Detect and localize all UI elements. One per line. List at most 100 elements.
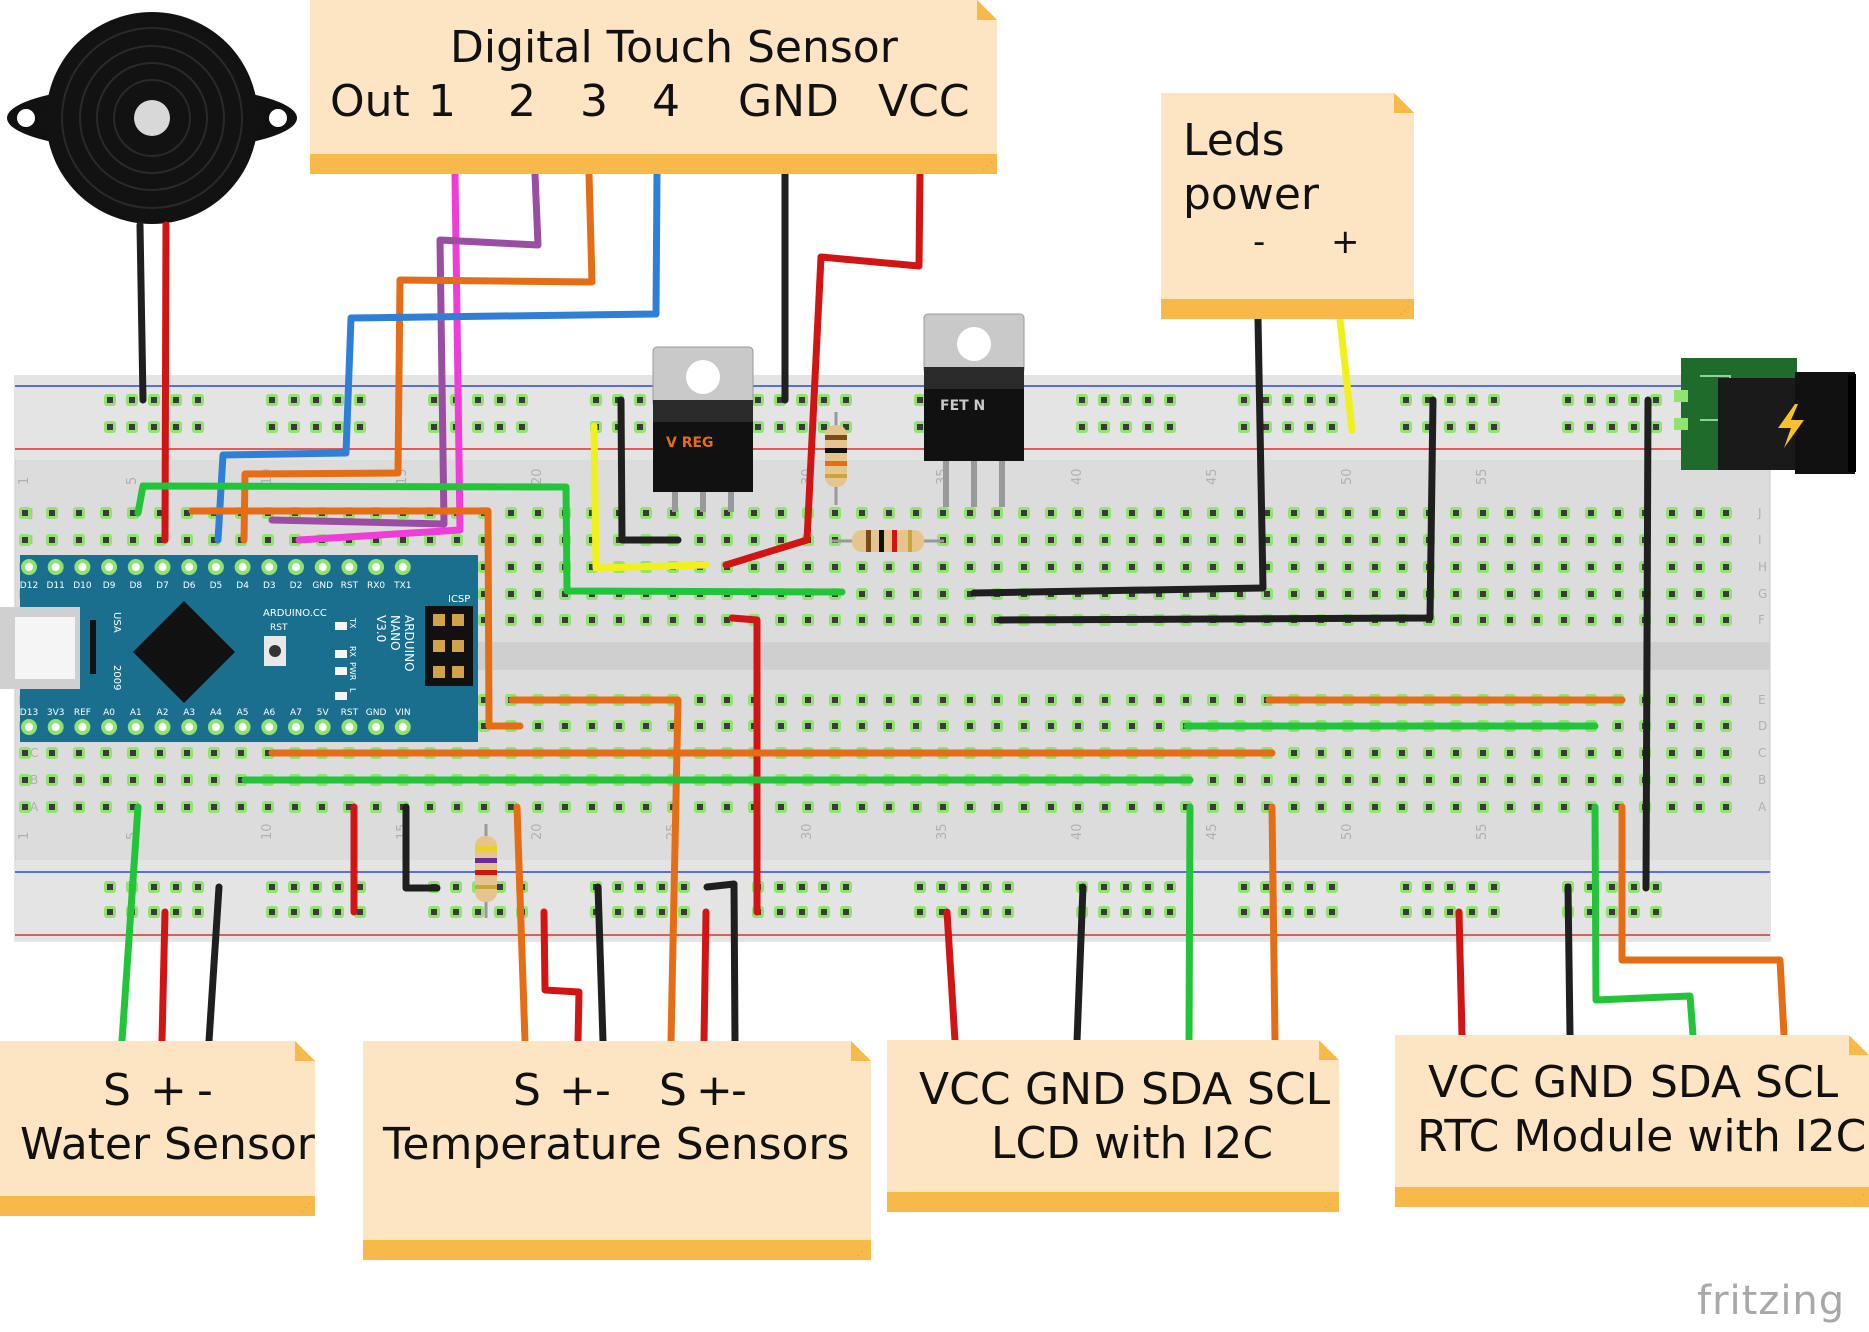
- orange-wire: [1268, 803, 1279, 1045]
- arduino-pin-labels: D12D13D113V3D10REFD9A0D8A1D7A2D6A3D5A4D4…: [20, 581, 412, 718]
- arduino-pin-label: RST: [341, 708, 359, 718]
- row-letter: I: [1758, 533, 1762, 547]
- black-wire: [1073, 883, 1087, 1045]
- black-wire: [970, 315, 1267, 597]
- temp-a-pin-s: S: [513, 1065, 541, 1116]
- row-letter: B: [1758, 773, 1766, 787]
- column-number: 40: [1070, 823, 1085, 840]
- column-number: 1: [17, 477, 32, 485]
- rtc-pin-gnd: GND: [1533, 1057, 1634, 1108]
- led-l-label: L: [348, 688, 357, 693]
- arduino-pin-label: A3: [183, 708, 195, 718]
- yellow-wire: [590, 422, 710, 572]
- green-wire: [118, 803, 142, 1045]
- black-wire: [617, 396, 682, 544]
- column-number: 50: [1340, 468, 1355, 485]
- row-letter: G: [1758, 587, 1767, 601]
- temp-sensors-title: Temperature Sensors: [383, 1119, 850, 1170]
- note-water-sensor: ⋰ S + - Water Sensor: [0, 1041, 315, 1216]
- column-number: 45: [1205, 823, 1220, 840]
- arduino-pin-label: 3V3: [47, 708, 65, 718]
- arduino-pin-label: A7: [290, 708, 302, 718]
- fet-transistor: [923, 313, 1025, 507]
- lcd-pin-sda: SDA: [1141, 1064, 1233, 1115]
- black-wire: [402, 803, 441, 892]
- orange-wire: [188, 507, 524, 730]
- arduino-pin-label: A6: [263, 708, 275, 718]
- arduino-pin-label: 5V: [317, 708, 330, 718]
- row-letter: C: [1758, 746, 1766, 760]
- water-pin-plus: +: [150, 1065, 187, 1116]
- black-wire: [594, 883, 607, 1045]
- led-tx-label: TX: [348, 617, 357, 629]
- touch-pin-2: 2: [508, 76, 536, 127]
- arduino-pin-label: REF: [74, 708, 91, 718]
- row-letter: A: [30, 800, 39, 814]
- green-wire: [1591, 803, 1697, 1039]
- leds-line2: power: [1183, 169, 1319, 220]
- resistor-bottom: [475, 824, 497, 918]
- touch-pin-3: 3: [580, 76, 608, 127]
- pink-wire: [295, 170, 464, 544]
- temp-b-pin-plus: +: [696, 1065, 733, 1116]
- wires: [118, 170, 1788, 1045]
- arduino-pin-label: A2: [157, 708, 169, 718]
- arduino-pin-label: GND: [312, 581, 333, 591]
- orange-wire: [1618, 803, 1788, 1039]
- column-number: 30: [800, 823, 815, 840]
- row-letter: J: [29, 506, 34, 520]
- red-wire: [700, 908, 710, 1045]
- column-number: 35: [935, 823, 950, 840]
- red-wire: [1455, 908, 1466, 1039]
- arduino-pin-label: D13: [20, 708, 38, 718]
- nano-name: NANO: [388, 615, 402, 651]
- column-number: 55: [1475, 823, 1490, 840]
- arduino-name: ARDUINO: [402, 615, 416, 672]
- column-number: 40: [1070, 468, 1085, 485]
- voltage-regulator: [652, 346, 754, 512]
- fet-label: FET N: [940, 398, 985, 414]
- water-pin-s: S: [103, 1065, 131, 1116]
- arduino-pin-label: D12: [20, 581, 38, 591]
- note-rtc-i2c: ⋰ VCC GND SDA SCL RTC Module with I2C: [1395, 1035, 1869, 1207]
- fritzing-watermark: fritzing: [1697, 1278, 1846, 1324]
- yellow-wire: [1336, 315, 1356, 434]
- vreg-label: V REG: [666, 435, 714, 451]
- arduino-pin-label: D9: [103, 581, 116, 591]
- red-wire: [540, 908, 583, 1045]
- row-letter: A: [1758, 800, 1767, 814]
- red-wire: [943, 908, 959, 1045]
- arduino-nano: [0, 555, 478, 742]
- arduino-pin-label: D6: [183, 581, 196, 591]
- rtc-pin-vcc: VCC: [1428, 1057, 1520, 1108]
- rtc-pin-sda: SDA: [1650, 1057, 1742, 1108]
- water-sensor-title: Water Sensor: [20, 1119, 315, 1170]
- temp-a-pin-minus: -: [595, 1065, 611, 1116]
- black-wire: [1564, 883, 1574, 1039]
- arduino-pin-label: A1: [130, 708, 142, 718]
- row-letter: B: [30, 773, 38, 787]
- rtc-title: RTC Module with I2C: [1417, 1111, 1867, 1162]
- row-letter: E: [1758, 693, 1766, 707]
- black-wire: [1642, 396, 1652, 892]
- row-letter: J: [1757, 506, 1762, 520]
- touch-pin-out: Out: [330, 76, 410, 127]
- row-letter: I: [30, 533, 34, 547]
- arduino-pin-label: A4: [210, 708, 222, 718]
- row-letter: C: [30, 746, 38, 760]
- column-number: 20: [530, 468, 545, 485]
- temp-a-pin-plus: +: [559, 1065, 596, 1116]
- column-number: 50: [1340, 823, 1355, 840]
- note-leds-power: ⋰ Leds power - +: [1161, 93, 1414, 319]
- column-number: 45: [1205, 468, 1220, 485]
- resistor-horizontal: [832, 530, 944, 552]
- rst-button-label: RST: [270, 623, 288, 633]
- version-label: V3.0: [374, 615, 388, 642]
- arduino-pin-label: A0: [103, 708, 115, 718]
- buzzer: [7, 12, 297, 224]
- touch-sensor-title: Digital Touch Sensor: [450, 22, 898, 73]
- led-rx-label: RX: [348, 646, 357, 658]
- lcd-pin-scl: SCL: [1247, 1064, 1331, 1115]
- black-wire: [703, 880, 739, 1045]
